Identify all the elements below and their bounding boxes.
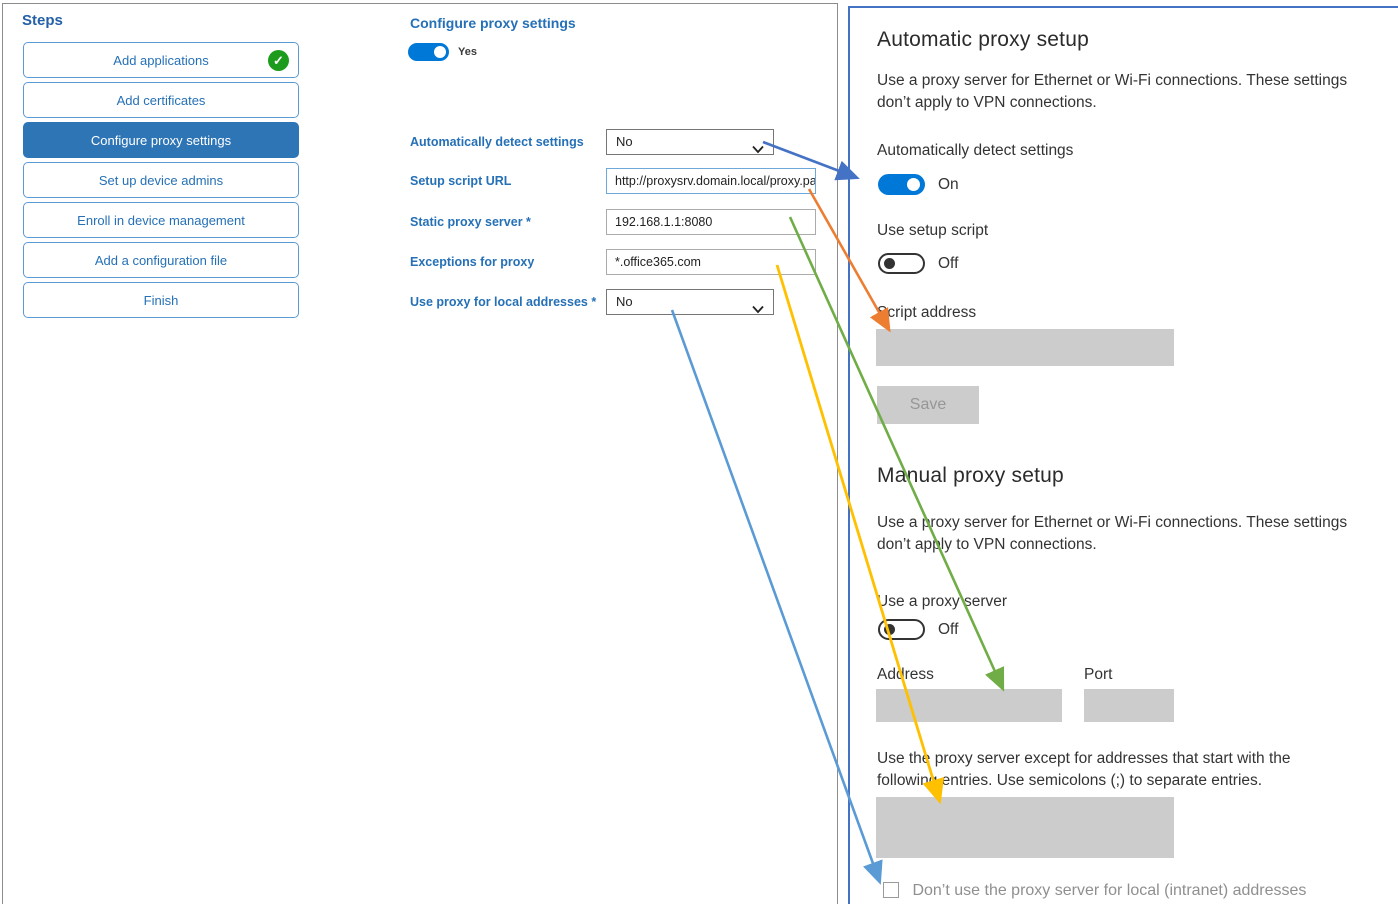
port-label: Port: [1084, 666, 1113, 683]
sidebar-item-add-certificates[interactable]: Add certificates: [23, 82, 299, 118]
script-address-label: Script address: [877, 304, 977, 321]
chevron-down-icon: [752, 138, 764, 162]
field-label-automatically-detect-settings: Automatically detect settings: [410, 135, 584, 149]
automatic-proxy-description: Use a proxy server for Ethernet or Wi-Fi…: [877, 72, 1348, 111]
use-a-proxy-server-toggle[interactable]: [878, 619, 925, 640]
sidebar-item-label: Configure proxy settings: [90, 132, 232, 148]
steps-title: Steps: [22, 12, 63, 29]
windows-proxy-settings-panel: Automatic proxy setup Use a proxy server…: [848, 6, 1398, 904]
static-proxy-server-input[interactable]: [606, 209, 816, 235]
sidebar-item-finish[interactable]: Finish: [23, 282, 299, 318]
sidebar-item-label: Enroll in device management: [77, 212, 245, 228]
auto-detect-settings-state: On: [938, 176, 959, 193]
configure-proxy-toggle[interactable]: [408, 43, 449, 61]
form-title: Configure proxy settings: [410, 15, 576, 31]
setup-script-url-input[interactable]: [606, 168, 816, 194]
use-setup-script-state: Off: [938, 255, 959, 272]
top-frame-line: [2, 3, 838, 4]
sidebar-item-label: Add applications: [113, 52, 209, 68]
sidebar-item-set-up-device-admins[interactable]: Set up device admins: [23, 162, 299, 198]
automatically-detect-settings-dropdown[interactable]: No: [606, 129, 774, 155]
field-label-use-proxy-for-local-addresses: Use proxy for local addresses *: [410, 295, 597, 309]
chevron-down-icon: [752, 298, 764, 322]
use-proxy-for-local-addresses-dropdown[interactable]: No: [606, 289, 774, 315]
automatic-proxy-setup-heading: Automatic proxy setup: [877, 28, 1089, 51]
use-setup-script-toggle[interactable]: [878, 253, 925, 274]
manual-proxy-setup-heading: Manual proxy setup: [877, 464, 1064, 487]
proxy-exceptions-note: Use the proxy server except for addresse…: [877, 750, 1291, 789]
intranet-addresses-checkbox-label: Don’t use the proxy server for local (in…: [912, 882, 1307, 899]
use-a-proxy-server-state: Off: [938, 621, 959, 638]
sidebar-item-add-applications[interactable]: Add applications ✓: [23, 42, 299, 78]
field-label-setup-script-url: Setup script URL: [410, 174, 512, 188]
proxy-exceptions-input[interactable]: [876, 797, 1174, 858]
intranet-addresses-checkbox[interactable]: [883, 882, 899, 898]
use-a-proxy-server-label: Use a proxy server: [877, 593, 1008, 610]
exceptions-for-proxy-input[interactable]: [606, 249, 816, 275]
script-address-input[interactable]: [876, 329, 1174, 366]
sidebar-item-add-a-configuration-file[interactable]: Add a configuration file: [23, 242, 299, 278]
vertical-divider: [837, 3, 838, 904]
toggle-knob: [434, 46, 446, 58]
field-label-static-proxy-server: Static proxy server *: [410, 215, 531, 229]
check-icon: ✓: [268, 50, 289, 71]
sidebar-item-label: Finish: [143, 292, 179, 308]
sidebar-item-configure-proxy-settings[interactable]: Configure proxy settings: [23, 122, 299, 158]
toggle-knob: [907, 178, 920, 191]
save-button[interactable]: Save: [877, 386, 979, 424]
dropdown-value: No: [616, 134, 633, 149]
auto-detect-settings-toggle[interactable]: [878, 174, 925, 195]
proxy-address-input[interactable]: [876, 689, 1062, 722]
manual-proxy-description: Use a proxy server for Ethernet or Wi-Fi…: [877, 514, 1348, 553]
sidebar-item-label: Add certificates: [116, 92, 206, 108]
dropdown-value: No: [616, 294, 633, 309]
toggle-knob: [884, 624, 895, 635]
sidebar-item-label: Add a configuration file: [94, 252, 228, 268]
sidebar-item-label: Set up device admins: [98, 172, 224, 188]
configure-proxy-toggle-state: Yes: [458, 46, 477, 58]
field-label-exceptions-for-proxy: Exceptions for proxy: [410, 255, 535, 269]
sidebar-item-enroll-in-device-management[interactable]: Enroll in device management: [23, 202, 299, 238]
proxy-port-input[interactable]: [1084, 689, 1174, 722]
address-label: Address: [877, 666, 934, 683]
toggle-knob: [884, 258, 895, 269]
left-frame-line: [2, 3, 3, 904]
use-setup-script-label: Use setup script: [877, 222, 989, 239]
auto-detect-settings-label: Automatically detect settings: [877, 142, 1074, 159]
